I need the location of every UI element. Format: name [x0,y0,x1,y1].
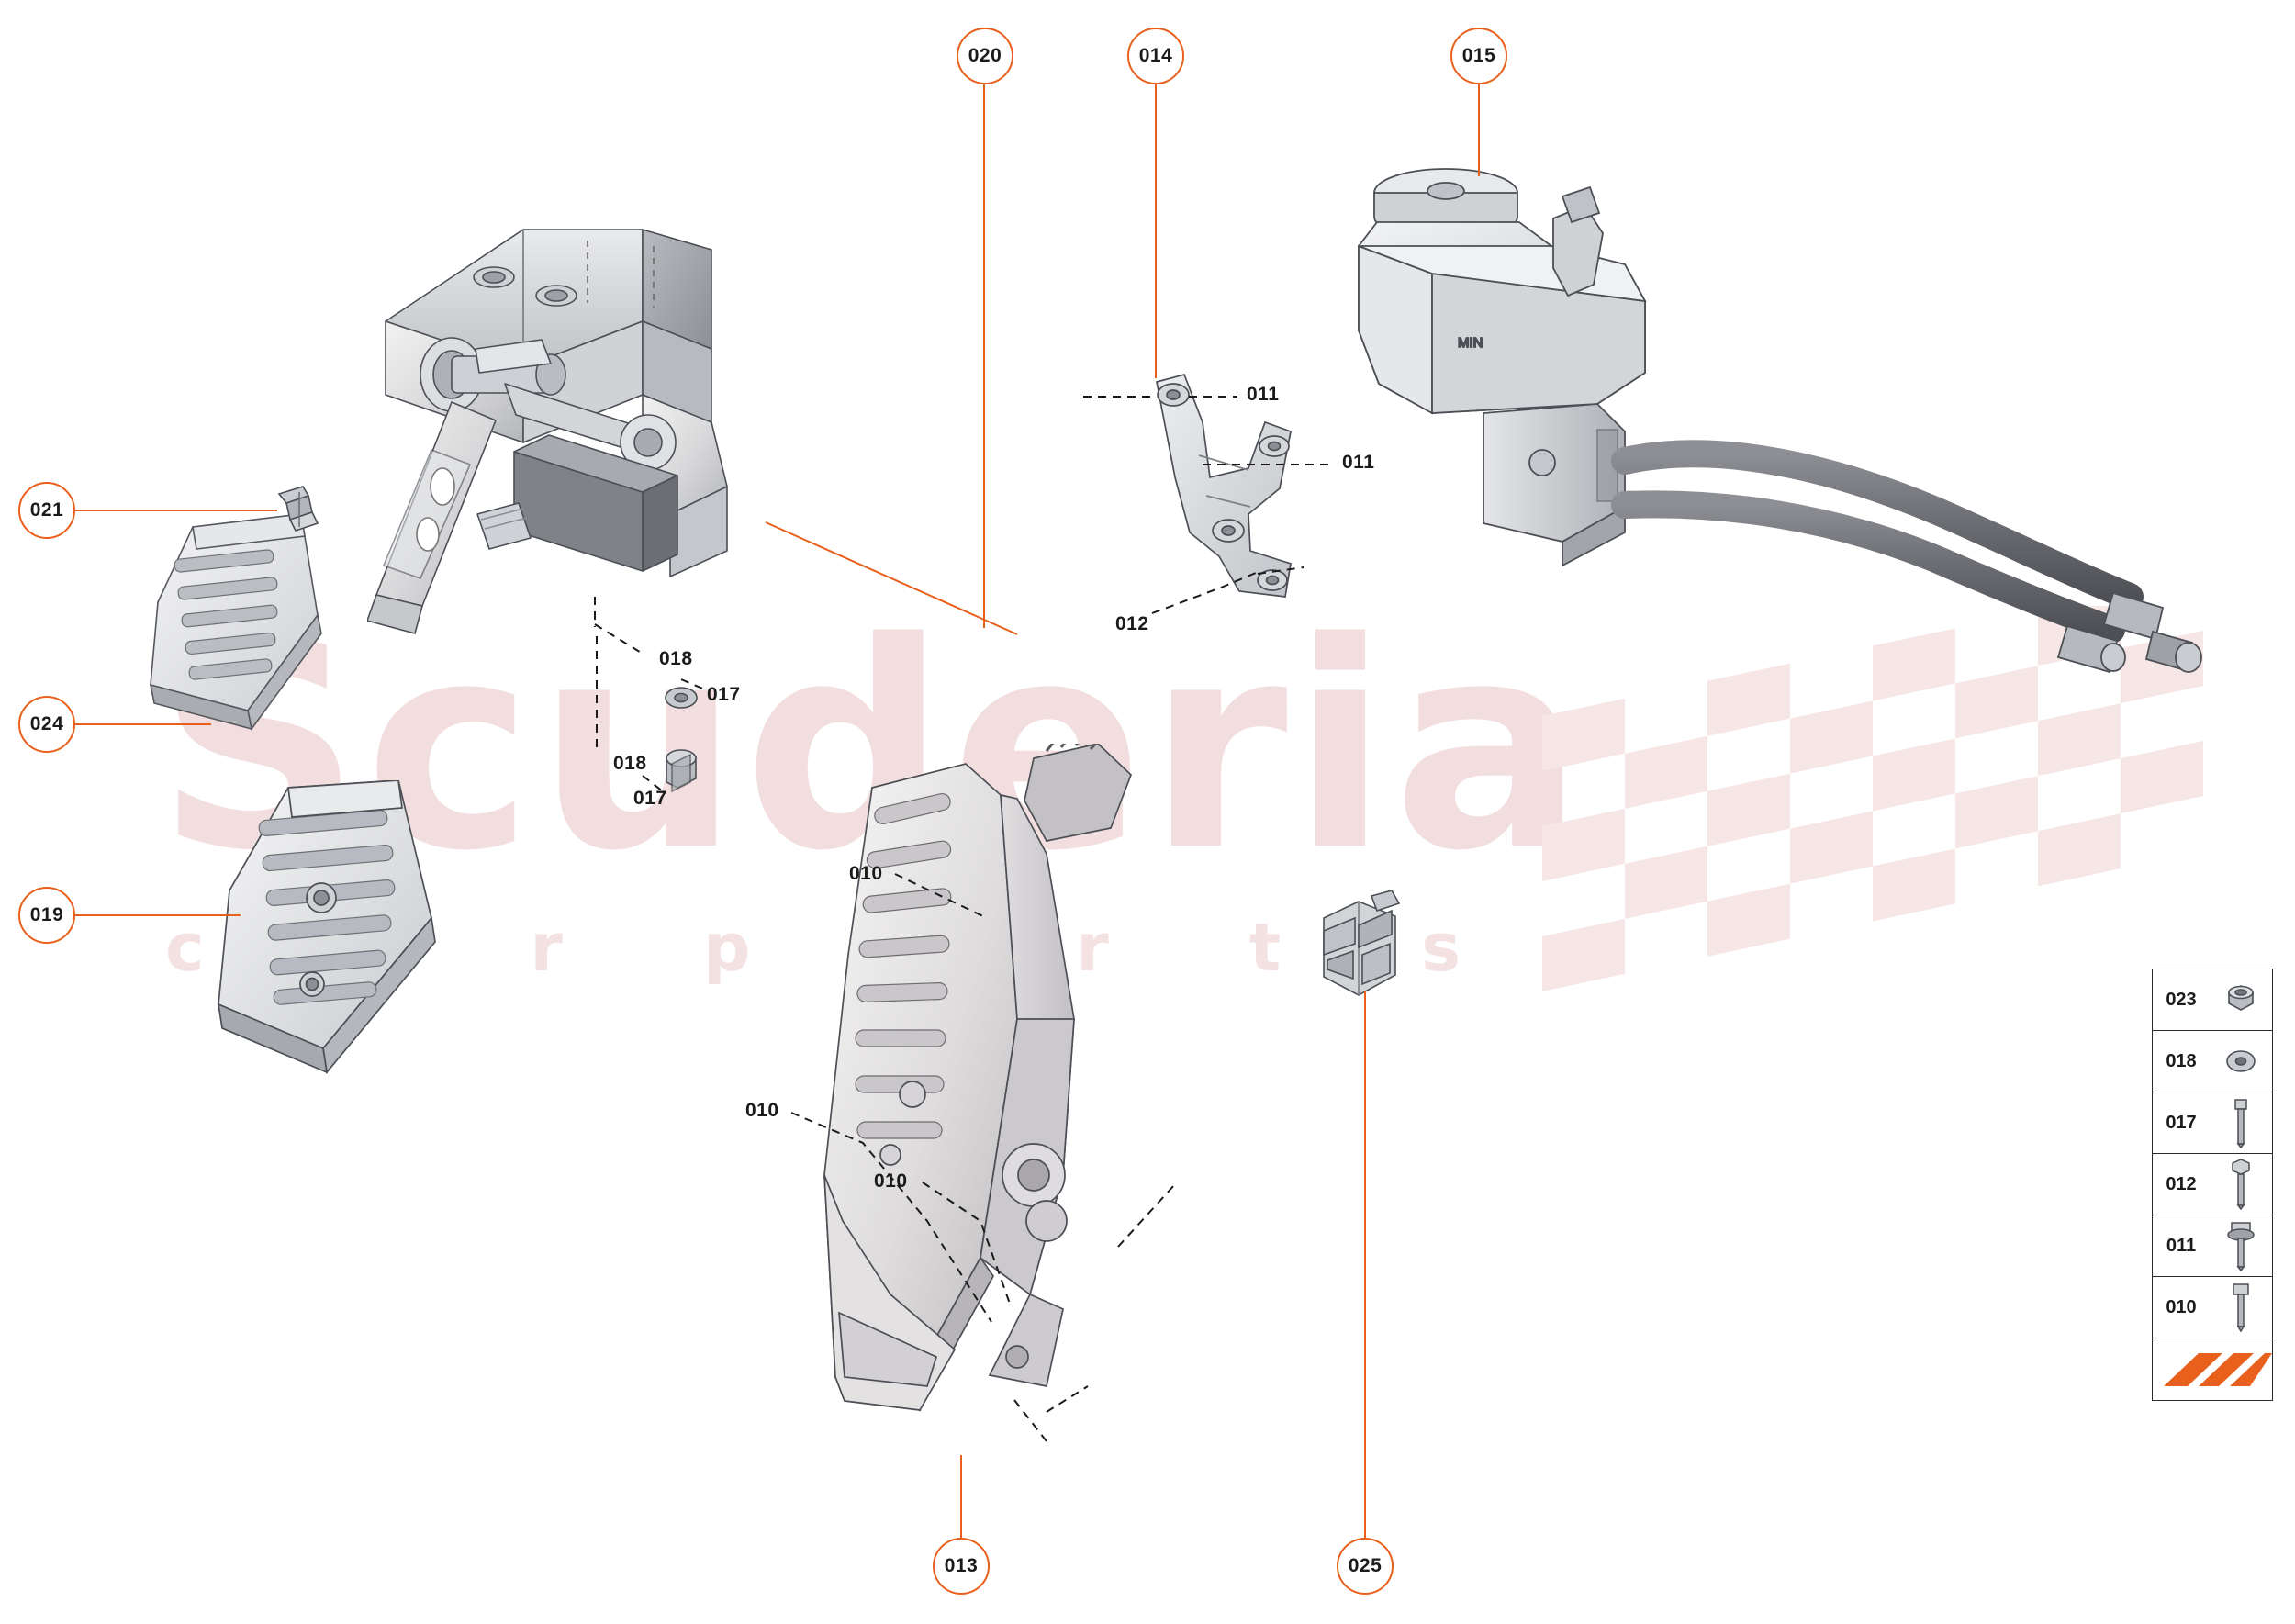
legend-row-023[interactable]: 023 [2153,969,2272,1031]
callout-025-label: 025 [1348,1555,1383,1576]
callout-024[interactable]: 024 [18,696,75,753]
brake-fluid-reservoir-art: MIN [1358,168,2202,674]
leader-015-vertical [1478,84,1481,176]
legend-code-010: 010 [2166,1296,2197,1317]
pedal-bracket-art [1156,373,1292,598]
bolt-flange-icon [2210,1215,2272,1276]
washer-icon [2210,1031,2272,1092]
callout-021[interactable]: 021 [18,482,75,539]
legend-row-017[interactable]: 017 [2153,1092,2272,1154]
legend-code-023: 023 [2166,989,2197,1010]
callout-019[interactable]: 019 [18,887,75,944]
label-018-upper: 018 [659,648,693,669]
legend-code-018: 018 [2166,1050,2197,1071]
callout-021-label: 021 [29,499,64,521]
retaining-clip-art [277,486,319,532]
leader-019-horizontal [75,914,241,917]
brake-pedal-assembly-art [367,229,728,634]
callout-019-label: 019 [29,904,64,925]
leader-020-vertical [983,84,986,628]
arrow-orange-icon [2160,1338,2272,1400]
callout-025[interactable]: 025 [1337,1538,1394,1595]
legend-panel: 023 018 [2152,969,2273,1401]
bolt-long-icon [2210,1092,2272,1153]
legend-code-011: 011 [2166,1235,2197,1256]
callout-015[interactable]: 015 [1450,28,1507,84]
bolt-short-icon [2210,1277,2272,1338]
label-017-lower: 017 [633,788,667,809]
nut-icon [2210,969,2272,1030]
footrest-pad-art [149,514,322,731]
bolt-hex-icon [2210,1154,2272,1215]
callout-020[interactable]: 020 [957,28,1013,84]
legend-code-012: 012 [2166,1173,2197,1194]
label-010-c: 010 [874,1170,908,1192]
legend-code-017: 017 [2166,1112,2197,1133]
label-011-upper: 011 [1247,384,1280,405]
label-010-a: 010 [849,863,883,884]
callout-015-label: 015 [1461,45,1496,66]
callout-014[interactable]: 014 [1127,28,1184,84]
leader-021-horizontal [75,510,277,512]
callout-014-label: 014 [1138,45,1173,66]
legend-row-arrow[interactable] [2153,1338,2272,1400]
electrical-connector-bracket-art [1323,890,1401,996]
leader-025-vertical [1364,991,1367,1538]
leader-013-vertical [960,1455,963,1538]
legend-row-010[interactable]: 010 [2153,1277,2272,1338]
label-017-upper: 017 [707,684,741,705]
label-012: 012 [1115,613,1149,634]
washer-bolt-detail-art [665,687,698,793]
legend-row-018[interactable]: 018 [2153,1031,2272,1092]
legend-row-011[interactable]: 011 [2153,1215,2272,1277]
callout-020-label: 020 [968,45,1002,66]
callout-024-label: 024 [29,713,64,734]
svg-text:MIN: MIN [1458,335,1483,351]
callout-013-label: 013 [944,1555,979,1576]
leader-014-vertical [1155,84,1158,378]
accelerator-pedal-module-art [823,744,1132,1412]
legend-row-012[interactable]: 012 [2153,1154,2272,1215]
label-018-lower: 018 [613,753,647,774]
dead-pedal-footrest-art [217,780,436,1074]
label-010-b: 010 [745,1100,779,1121]
callout-013[interactable]: 013 [933,1538,990,1595]
label-011-lower: 011 [1342,452,1375,473]
leader-024-horizontal [75,723,211,726]
